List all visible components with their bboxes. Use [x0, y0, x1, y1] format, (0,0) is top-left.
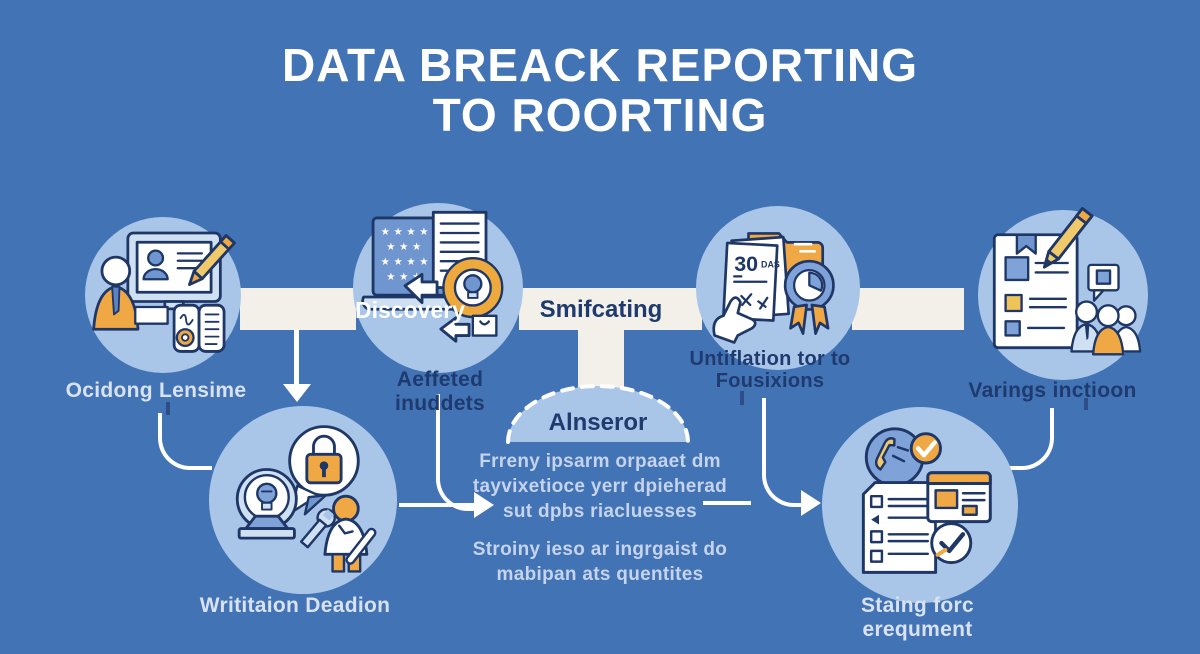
label-deadline: Writitaion Deadion	[199, 594, 391, 617]
svg-text:★ ★ ★ ★: ★ ★ ★ ★	[381, 256, 429, 268]
page-title-line2: TO ROORTING	[432, 89, 768, 141]
arrow-right-icon-left	[474, 492, 494, 518]
banner-label: Smifcating	[539, 296, 663, 323]
connector-down-line	[294, 330, 299, 386]
discovery-badge: Discovery	[355, 297, 465, 323]
30-days-document-ribbon-icon: 30 DAS	[712, 232, 835, 344]
arrow-right-icon-right	[801, 490, 821, 516]
page-title: DATA BREACK REPORTING TO ROORTING	[0, 40, 1200, 140]
label-discovery: Aeffeted inuddets	[395, 368, 485, 415]
tick-under-notification-label	[740, 391, 744, 405]
step-circle-discovery: ★ ★ ★ ★ ★ ★ ★ ★ ★ ★ ★ ★ ★ ★	[353, 203, 523, 373]
flow-band-stem	[578, 312, 624, 388]
svg-text:★ ★ ★ ★: ★ ★ ★ ★	[381, 226, 429, 238]
connector-warnings-to-requirements	[1008, 408, 1054, 470]
svg-text:DAS: DAS	[761, 259, 780, 269]
label-notification: Untiflation tor to Fousixions	[689, 348, 851, 392]
survey-checklist-people-icon	[992, 207, 1142, 356]
connector-notification-down	[762, 398, 810, 507]
connector-discovery-down	[436, 394, 482, 511]
label-warnings: Varings inctioon	[968, 379, 1137, 402]
tick-under-license-label	[166, 402, 170, 415]
arrow-down-icon	[283, 384, 311, 402]
connector-license-to-deadline	[158, 413, 212, 470]
flow-band-right	[852, 288, 964, 330]
id-card-certificate-icon	[92, 231, 236, 353]
connector-deadline-right-line	[399, 503, 477, 507]
body-paragraph-1: Frreny ipsarm orpaaet dm tayvixetioce ye…	[472, 451, 728, 522]
dome-shape	[506, 384, 690, 444]
connector-center-right-line	[703, 501, 751, 505]
svg-text:★ ★ ★: ★ ★ ★	[386, 241, 421, 253]
padlock-bubble-lamp-technician-icon	[235, 425, 377, 573]
tick-under-warnings-label	[1084, 398, 1088, 410]
svg-text:30: 30	[734, 252, 758, 276]
step-circle-notification: 30 DAS	[696, 206, 860, 370]
step-circle-license	[85, 217, 241, 373]
step-circle-warnings	[978, 207, 1148, 380]
flow-band-left	[240, 288, 356, 330]
laptop-magnifier-bulb-icon: ★ ★ ★ ★ ★ ★ ★ ★ ★ ★ ★ ★ ★ ★	[361, 210, 504, 343]
step-circle-deadline	[209, 406, 397, 594]
phone-checklist-browser-icon	[861, 427, 992, 574]
page-title-line1: DATA BREACK REPORTING	[281, 39, 919, 91]
label-license: Ocidong Lensime	[65, 379, 247, 402]
step-circle-requirements	[822, 407, 1018, 603]
label-requirements: Staing forc erequment	[861, 594, 974, 641]
body-paragraph-2: Stroiny ieso ar ingrgaist do mabipan ats…	[472, 539, 728, 585]
dome-label: Alnseror	[548, 409, 648, 436]
central-body-text: Frreny ipsarm orpaaet dm tayvixetioce ye…	[455, 449, 745, 587]
